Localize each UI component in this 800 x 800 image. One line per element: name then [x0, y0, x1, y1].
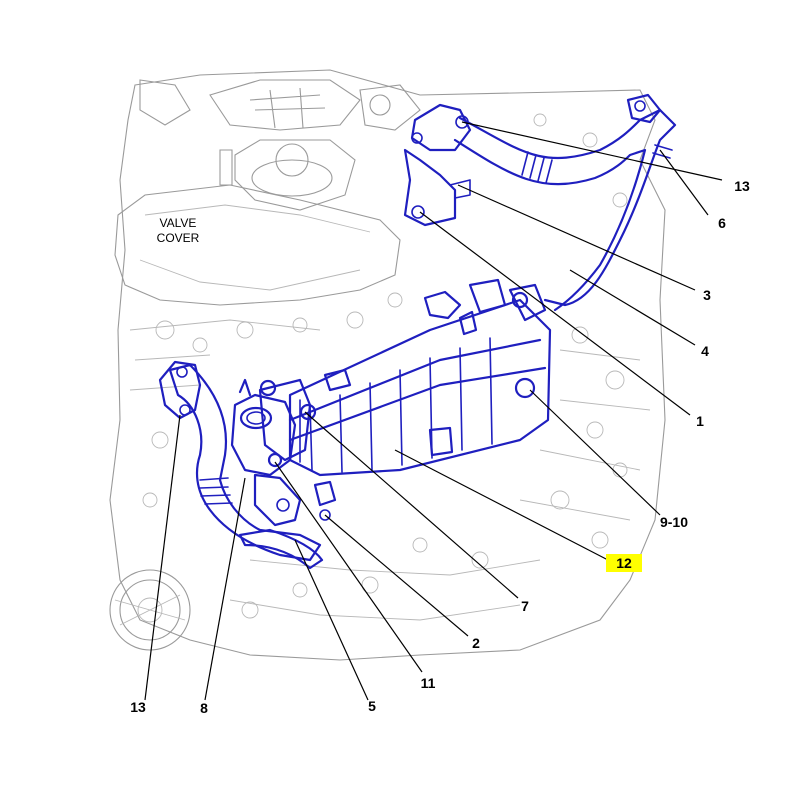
engine-block-linework — [109, 69, 666, 661]
upper-egr-pipe — [458, 108, 677, 307]
callout-12-highlight — [606, 554, 642, 572]
leader-lines — [144, 121, 723, 701]
leader-12 — [394, 449, 609, 561]
coolant-tube — [238, 528, 324, 570]
callout-4: 4 — [701, 343, 709, 359]
callout-6: 6 — [718, 215, 726, 231]
leader-8 — [204, 477, 246, 701]
callout-9-10: 9-10 — [660, 514, 688, 530]
leader-2 — [324, 514, 469, 637]
callout-8: 8 — [200, 700, 208, 716]
callout-5: 5 — [368, 698, 376, 714]
valve-cover-label-line1: VALVE — [160, 216, 197, 230]
callout-labels: 13 6 3 4 1 9-10 12 7 2 11 5 8 13 — [130, 178, 750, 716]
leader-6 — [659, 149, 709, 216]
leader-4 — [569, 269, 696, 346]
lower-flange — [158, 360, 202, 420]
lower-egr-pipe — [168, 363, 322, 562]
mounting-bracket — [403, 148, 457, 227]
leader-7 — [304, 411, 519, 599]
egr-cooler-body — [258, 278, 552, 477]
leader-11 — [274, 461, 423, 673]
callout-3: 3 — [703, 287, 711, 303]
leader-1 — [419, 211, 691, 416]
leader-9-10 — [529, 389, 661, 516]
leader-5 — [294, 539, 369, 701]
callout-2: 2 — [472, 635, 480, 651]
upper-flange — [410, 103, 472, 152]
leader-13-top — [461, 121, 723, 181]
callout-1: 1 — [696, 413, 704, 429]
callout-13-bottom: 13 — [130, 699, 146, 715]
leader-13-bottom — [144, 414, 181, 701]
leader-3 — [457, 184, 696, 291]
callout-11: 11 — [421, 675, 436, 691]
callout-13-top: 13 — [734, 178, 750, 194]
callout-12: 12 — [616, 555, 632, 571]
egr-valve-housing — [230, 378, 337, 527]
valve-cover-label-line2: COVER — [157, 231, 200, 245]
egr-components — [158, 93, 677, 570]
callout-7: 7 — [521, 598, 529, 614]
